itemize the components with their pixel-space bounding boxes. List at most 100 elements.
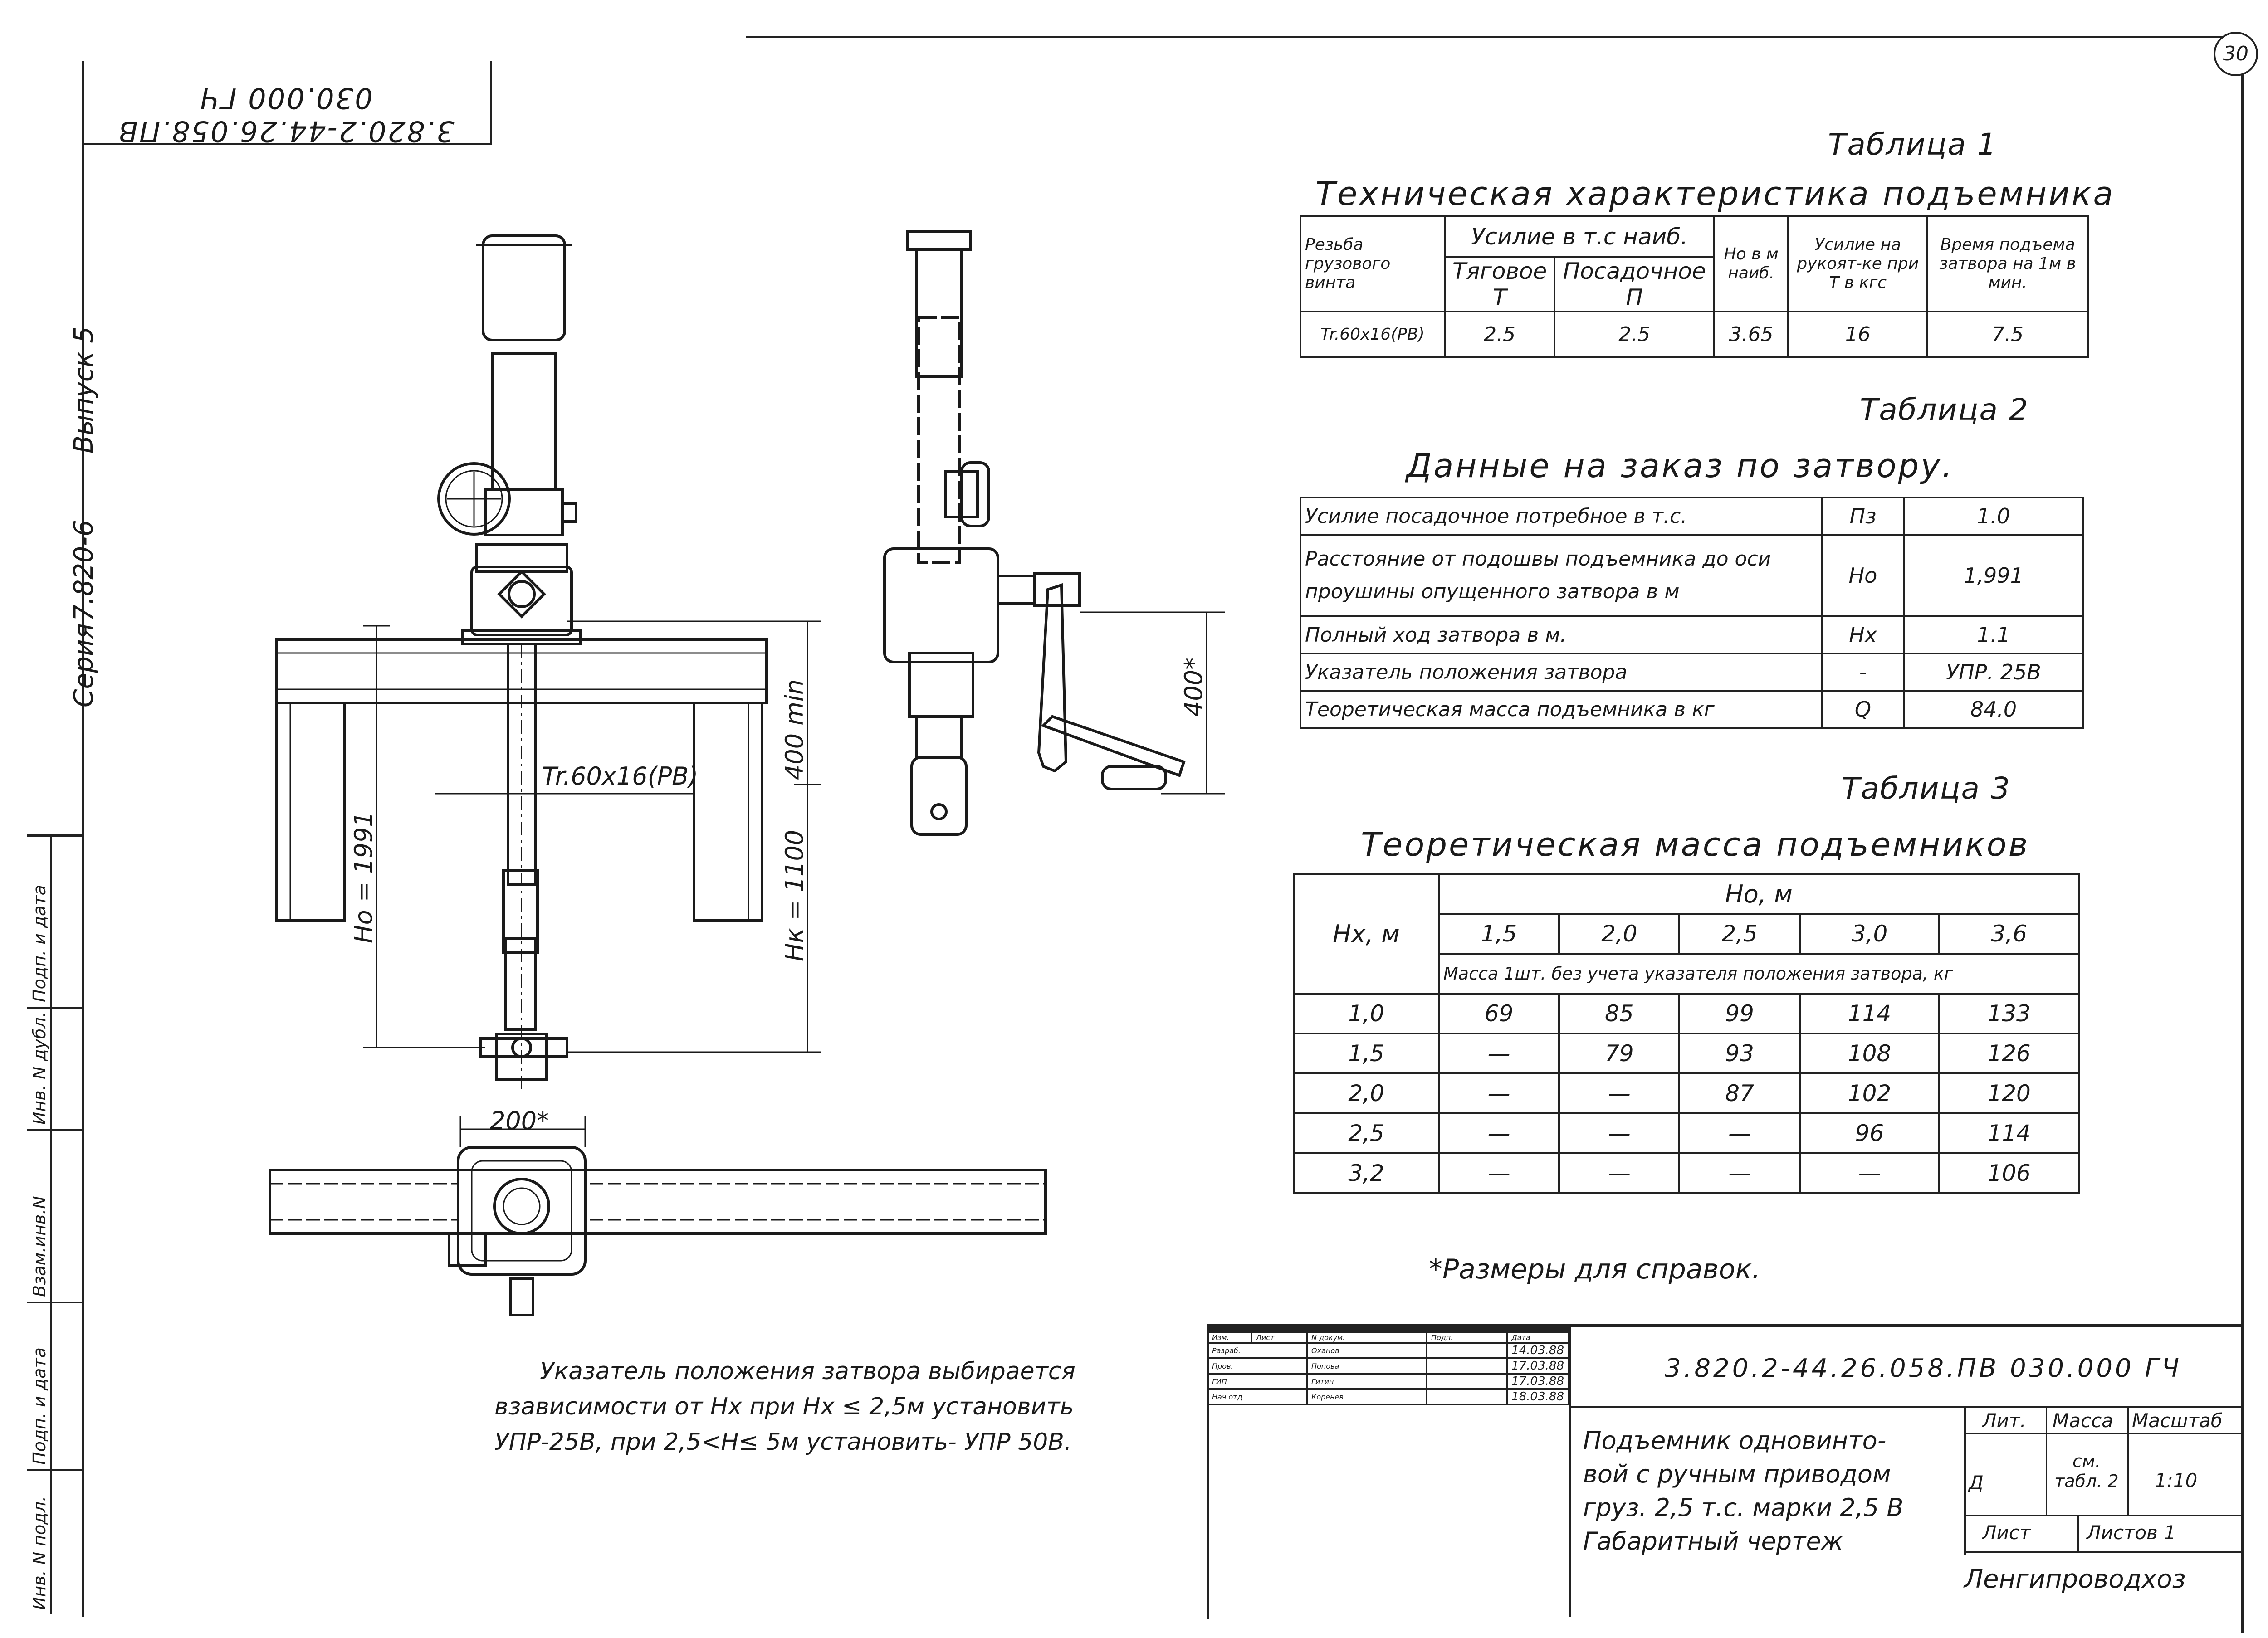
table3-cell: 99	[1678, 993, 1801, 1034]
side-top-pipe	[915, 248, 963, 378]
gearbox	[470, 566, 573, 636]
table3-h0-header: Ho, м	[1438, 873, 2080, 915]
table2-value: 1,991	[1903, 534, 2084, 617]
indicator-note-2: взависимости от Hx при Hx ≤ 2,5м установ…	[494, 1393, 1074, 1420]
stamp-organization: Ленгипроводхоз	[1964, 1565, 2186, 1594]
table1: Резьба грузового винта Усилие в т.с наиб…	[1300, 215, 2089, 358]
table3-cell: 114	[1799, 993, 1941, 1034]
table1-cell: 3.65	[1713, 311, 1789, 358]
stamp-date: 14.03.88	[1506, 1342, 1569, 1359]
table3-cell: 79	[1558, 1033, 1681, 1074]
stamp-doc-code: 3.820.2-44.26.058.ПВ 030.000 ГЧ	[1665, 1354, 2182, 1383]
table1-header-seating: Посадочное П	[1554, 256, 1715, 312]
thread-label: Tr.60x16(PB)	[542, 762, 699, 790]
table3: Hx, м Ho, м 1,5 2,0 2,5 3,0 3,6 Масса 1ш…	[1293, 873, 2080, 1194]
eye-bolt	[479, 1037, 568, 1058]
table2-label: Расстояние от подошвы подъемника до оси …	[1300, 534, 1823, 617]
hk-dimension: Hк = 1100	[780, 829, 809, 961]
table1-cell: 2.5	[1554, 311, 1715, 358]
table1-header-thread: Резьба грузового винта	[1300, 215, 1446, 312]
table2: Усилие посадочное потребное в т.с. Пз 1.…	[1300, 497, 2084, 729]
stamp-col: Изм.	[1207, 1331, 1252, 1344]
table3-cell: —	[1799, 1152, 1941, 1194]
stamp-name: Попова	[1305, 1357, 1427, 1375]
table1-header-force: Усилие в т.с наиб.	[1443, 215, 1716, 258]
table3-cell: —	[1558, 1072, 1681, 1114]
table2-label: Теоретическая масса подъемника в кг	[1300, 690, 1823, 729]
stamp-col: Подп.	[1425, 1331, 1508, 1344]
stamp-sheets-label: Листов 1	[2087, 1521, 2176, 1544]
table2-symbol: Ho	[1821, 534, 1905, 617]
table2-symbol: -	[1821, 653, 1905, 692]
table1-cell: 7.5	[1926, 311, 2089, 358]
table3-cell: —	[1678, 1112, 1801, 1154]
table3-cell: 120	[1938, 1072, 2080, 1114]
stamp-mass-value: см. табл. 2	[2054, 1451, 2119, 1491]
stamp-col: Лист	[1250, 1331, 1308, 1344]
sheet-number: 30	[2214, 32, 2258, 76]
table3-cell: 96	[1799, 1112, 1941, 1154]
stamp-title-line: груз. 2,5 т.с. марки 2,5 В	[1583, 1493, 1904, 1522]
table1-cell: 2.5	[1443, 311, 1556, 358]
stamp-lit-label: Лит.	[1982, 1409, 2026, 1432]
table3-cell: 106	[1938, 1152, 2080, 1194]
table2-label: Усилие посадочное потребное в т.с.	[1300, 497, 1823, 536]
table3-cell: 2,5	[1293, 1112, 1440, 1154]
min-dimension: 400 min	[780, 679, 809, 780]
table2-label: Полный ход затвора в м.	[1300, 615, 1823, 654]
table3-h0-value: 3,0	[1799, 913, 1941, 955]
table3-cell: 3,2	[1293, 1152, 1440, 1194]
stamp-role: Пров.	[1207, 1357, 1308, 1375]
frame-top-border	[746, 36, 2248, 38]
reference-note: *Размеры для справок.	[1429, 1253, 1761, 1285]
stamp-date: 17.03.88	[1506, 1357, 1569, 1375]
stamp-name: Гитин	[1305, 1373, 1427, 1390]
table3-cell: 2,0	[1293, 1072, 1440, 1114]
h0-dimension: Ho = 1991	[349, 811, 378, 943]
table3-cell: 1,5	[1293, 1033, 1440, 1074]
stamp-grid: Изм. Лист N докум. Подп. Дата Разраб. Ох…	[1207, 1324, 1569, 1405]
table3-h0-value: 3,6	[1938, 913, 2080, 955]
stamp-scale-label: Масштаб	[2132, 1409, 2223, 1432]
gauge-icon	[437, 462, 511, 536]
stamp-col: Дата	[1506, 1331, 1569, 1344]
table2-title: Данные на заказ по затвору.	[1406, 447, 1954, 485]
table2-value: 1.0	[1903, 497, 2084, 536]
crank-handle	[1037, 583, 1068, 773]
guide-pipe	[491, 352, 557, 491]
table3-cell: —	[1678, 1152, 1801, 1194]
table2-symbol: Hx	[1821, 615, 1905, 654]
table1-caption: Таблица 1	[1828, 127, 1997, 162]
table1-title: Техническая характеристика подъемника	[1315, 175, 2115, 213]
table3-h0-value: 2,5	[1678, 913, 1801, 955]
technical-drawing	[269, 230, 1225, 1316]
table2-symbol: Пз	[1821, 497, 1905, 536]
table2-symbol: Q	[1821, 690, 1905, 729]
table1-cell: 16	[1787, 311, 1929, 358]
stamp-name: Коренев	[1305, 1388, 1427, 1405]
stamp-date: 17.03.88	[1506, 1373, 1569, 1390]
dim-400: 400*	[1179, 657, 1208, 717]
table3-cell: 102	[1799, 1072, 1941, 1114]
stamp-name: Оханов	[1305, 1342, 1427, 1359]
table3-title: Теоретическая масса подъемников	[1361, 825, 2030, 863]
stamp-title-line: вой с ручным приводом	[1583, 1460, 1891, 1488]
left-stamp-strip	[27, 834, 84, 1617]
table3-caption: Таблица 3	[1842, 771, 2011, 806]
table2-value: УПР. 25В	[1903, 653, 2084, 692]
stamp-role: Разраб.	[1207, 1342, 1308, 1359]
stamp-title: Подъемник одновинто- вой с ручным привод…	[1583, 1424, 1903, 1558]
table2-value: 1.1	[1903, 615, 2084, 654]
table3-cell: —	[1437, 1072, 1560, 1114]
stamp-role: ГИП	[1207, 1373, 1308, 1390]
frame-right-border	[2241, 36, 2244, 1633]
table3-cell: —	[1437, 1112, 1560, 1154]
table3-cell: —	[1437, 1033, 1560, 1074]
table3-mass-header: Масса 1шт. без учета указателя положения…	[1438, 953, 2080, 994]
table1-header-h0: Ho в м наиб.	[1713, 215, 1789, 312]
stamp-title-line: Габаритный чертеж	[1583, 1527, 1843, 1555]
table3-h0-value: 2,0	[1558, 913, 1681, 955]
table2-caption: Таблица 2	[1860, 392, 2029, 427]
strip-label: Инв. N подл.	[29, 1496, 49, 1610]
table3-cell: 126	[1938, 1033, 2080, 1074]
